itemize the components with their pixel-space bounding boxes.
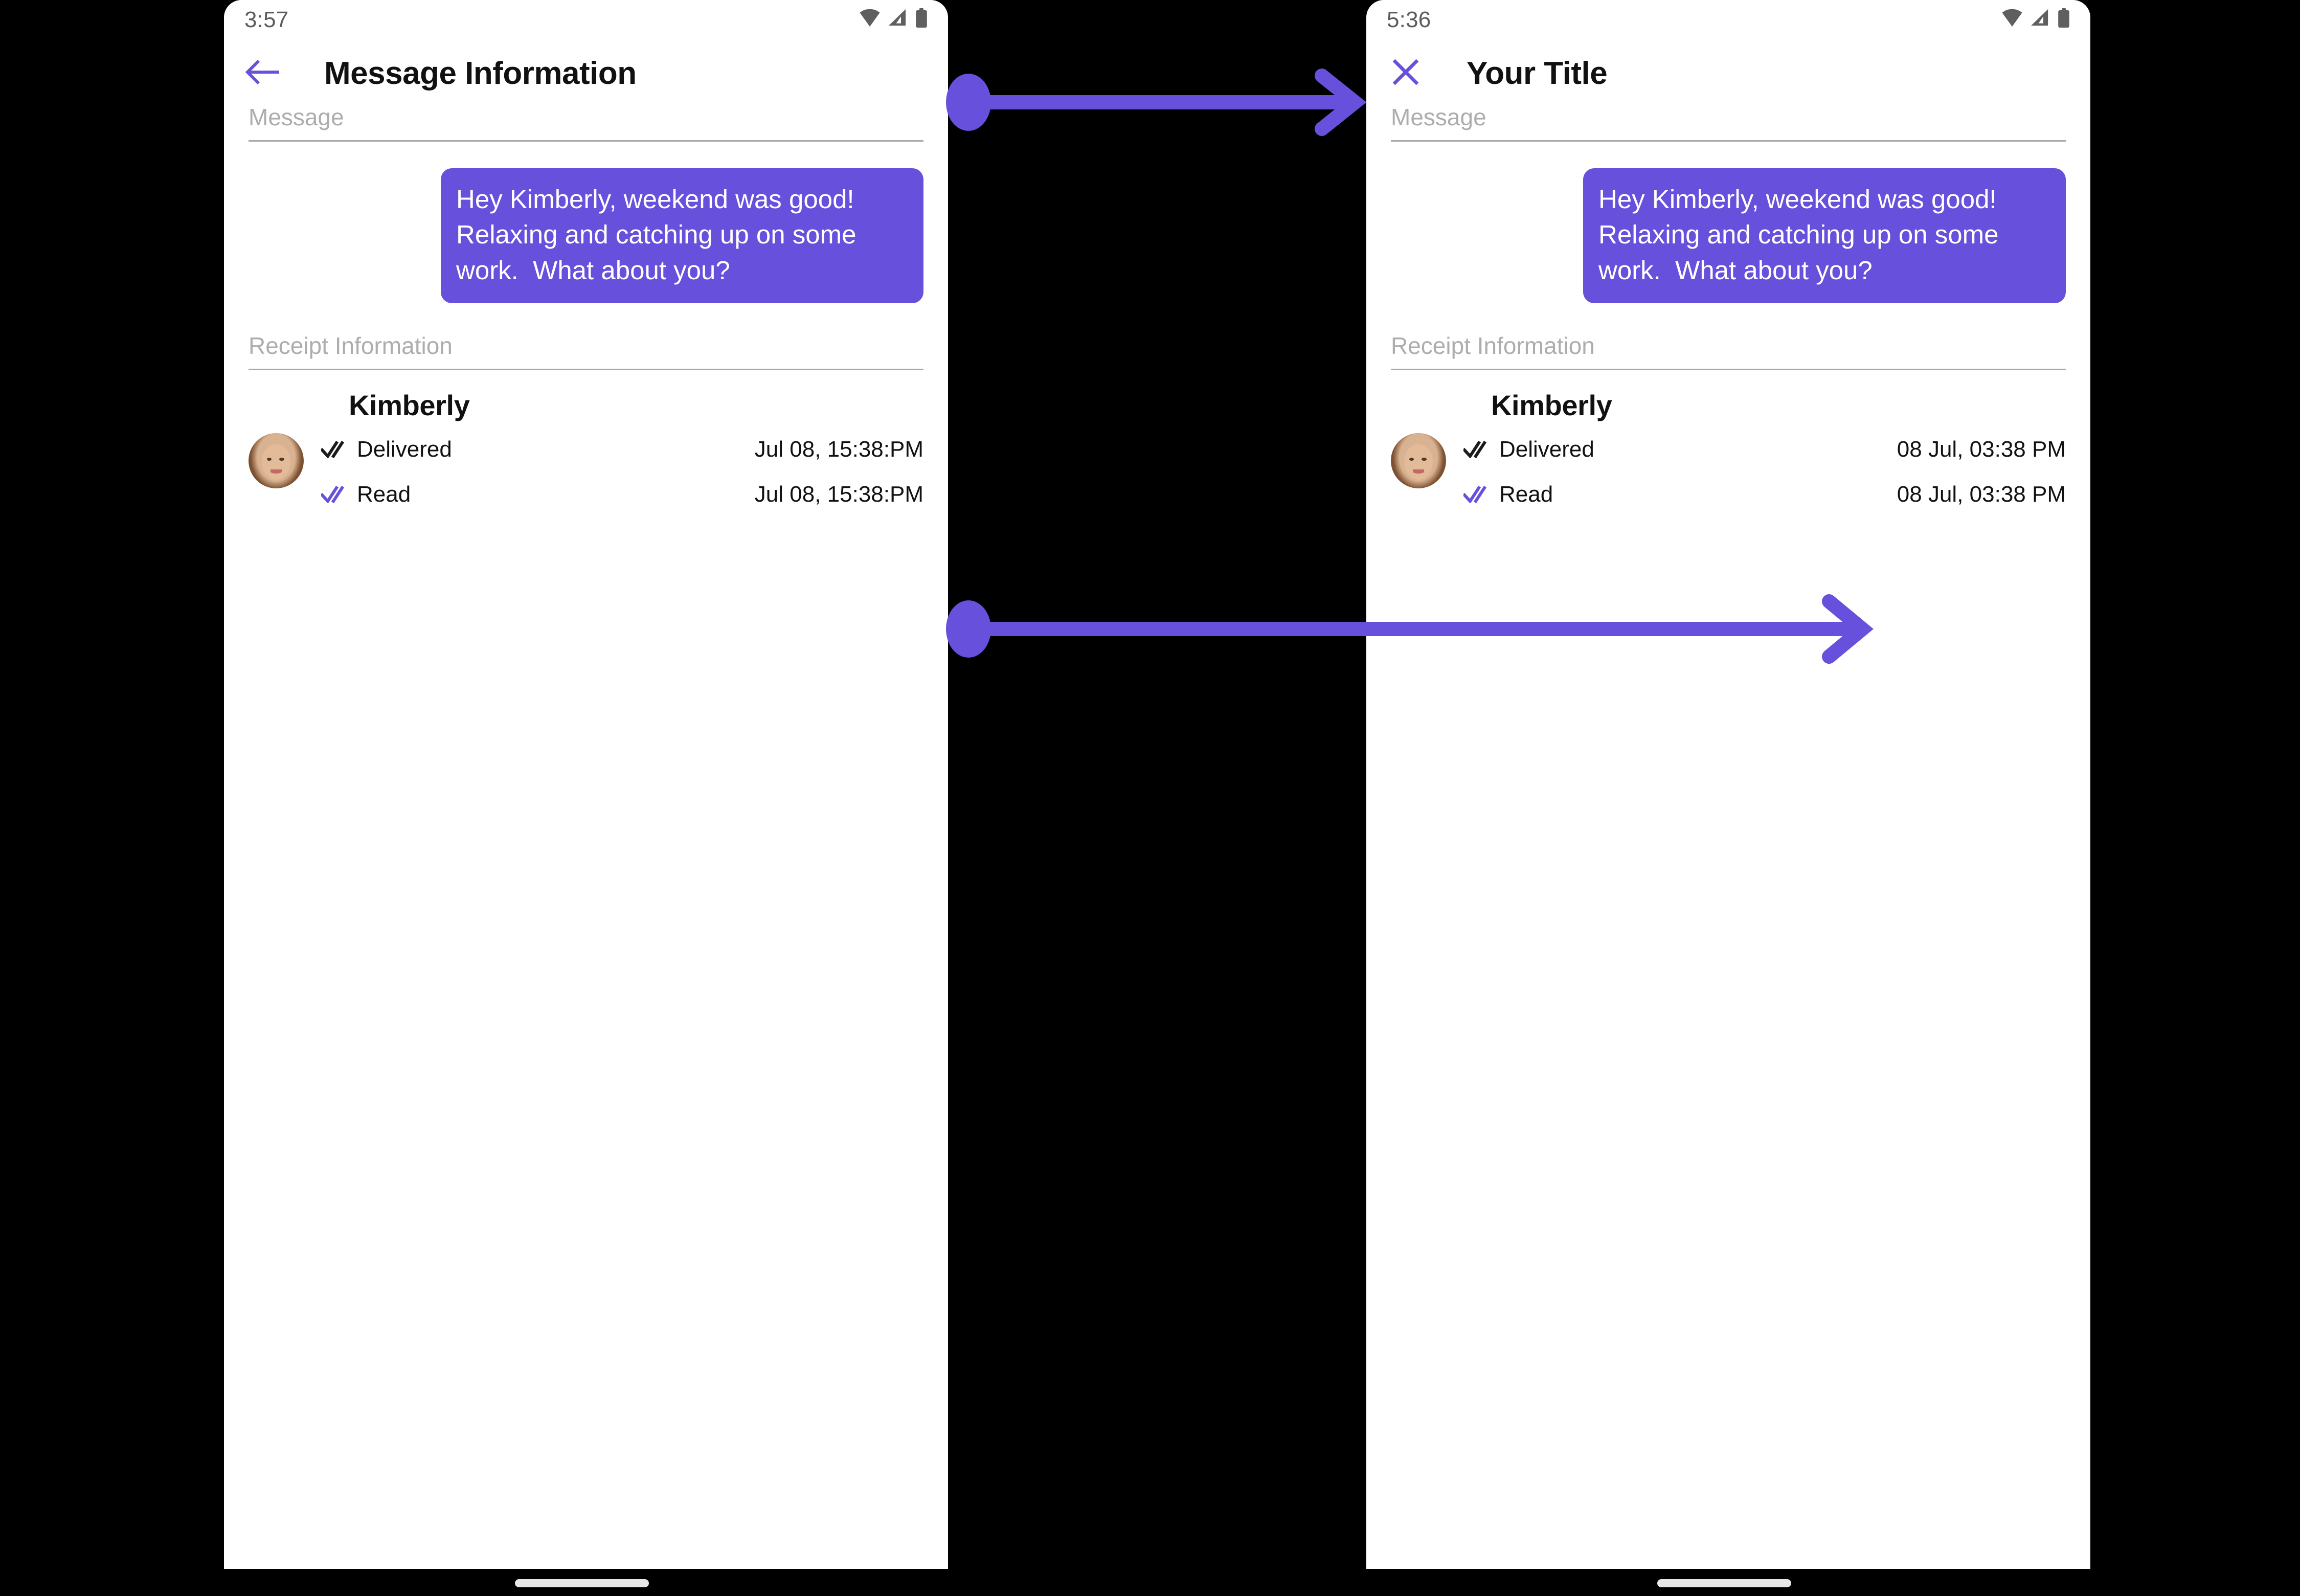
phone-screen-after: 5:36 Your Title Message H (1366, 0, 2090, 1569)
message-section-label: Message (1391, 104, 1486, 130)
receipt-status-label: Delivered (1499, 437, 1594, 462)
divider (1391, 140, 2066, 142)
contact-avatar (249, 433, 304, 489)
receipt-section-label: Receipt Information (249, 332, 453, 359)
receipt-block: Kimberly Delivered Jul 08, 15:38:PM (224, 389, 948, 517)
receipt-section-label: Receipt Information (1391, 332, 1595, 359)
double-check-icon (320, 439, 350, 461)
home-indicator (515, 1579, 649, 1587)
receipt-status-label: Read (1499, 482, 1553, 507)
receipt-section-header: Receipt Information (1391, 332, 2066, 371)
receipt-block: Kimberly Delivered 08 Jul, 03:38 PM (1366, 389, 2090, 517)
receipt-row-read: Read Jul 08, 15:38:PM (320, 472, 923, 517)
page-title: Your Title (1467, 56, 1608, 91)
recipient-name: Kimberly (1491, 389, 1612, 422)
status-bar: 5:36 (1366, 0, 2090, 42)
wifi-icon (2002, 9, 2022, 27)
double-check-icon (320, 484, 350, 506)
status-icons (859, 8, 928, 28)
receipt-status-label: Delivered (357, 437, 452, 462)
message-bubble-row: Hey Kimberly, weekend was good! Relaxing… (1366, 142, 2090, 304)
message-bubble-text: Hey Kimberly, weekend was good! Relaxing… (456, 185, 869, 285)
timestamp-format-change-arrow (946, 594, 1874, 664)
back-arrow-icon (245, 59, 279, 85)
app-bar-after: Your Title (1366, 42, 2090, 103)
message-section-header: Message (1391, 103, 2066, 142)
close-icon (1392, 59, 1419, 85)
status-bar: 3:57 (224, 0, 948, 42)
battery-icon (916, 8, 927, 28)
status-icons (2001, 8, 2070, 28)
double-check-icon (1462, 484, 1492, 506)
close-button[interactable] (1387, 53, 1425, 91)
phone-screen-before: 3:57 Message Information Message (224, 0, 948, 1569)
message-bubble-text: Hey Kimberly, weekend was good! Relaxing… (1598, 185, 2011, 285)
receipt-section-header: Receipt Information (249, 332, 923, 371)
receipt-timestamp: 08 Jul, 03:38 PM (1897, 482, 2066, 507)
divider (249, 140, 923, 142)
message-bubble-row: Hey Kimberly, weekend was good! Relaxing… (224, 142, 948, 304)
message-bubble[interactable]: Hey Kimberly, weekend was good! Relaxing… (1583, 168, 2066, 304)
status-clock: 3:57 (244, 7, 289, 32)
wifi-icon (860, 9, 880, 27)
receipt-timestamp: Jul 08, 15:38:PM (754, 482, 923, 507)
receipt-timestamp: Jul 08, 15:38:PM (754, 437, 923, 462)
double-check-icon (1462, 439, 1492, 461)
receipt-row-read: Read 08 Jul, 03:38 PM (1462, 472, 2066, 517)
divider (1391, 369, 2066, 371)
signal-icon (889, 9, 906, 26)
title-change-arrow (946, 69, 1367, 136)
back-button[interactable] (244, 53, 282, 91)
status-clock: 5:36 (1387, 7, 1431, 32)
app-bar-before: Message Information (224, 42, 948, 103)
contact-avatar (1391, 433, 1446, 489)
receipt-row-delivered: Delivered 08 Jul, 03:38 PM (1462, 427, 2066, 472)
home-indicator (1657, 1579, 1791, 1587)
message-section-label: Message (249, 104, 344, 130)
battery-icon (2058, 8, 2069, 28)
message-bubble[interactable]: Hey Kimberly, weekend was good! Relaxing… (441, 168, 923, 304)
message-section-header: Message (249, 103, 923, 142)
receipt-timestamp: 08 Jul, 03:38 PM (1897, 437, 2066, 462)
divider (249, 369, 923, 371)
receipt-status-label: Read (357, 482, 411, 507)
recipient-name: Kimberly (349, 389, 470, 422)
receipt-row-delivered: Delivered Jul 08, 15:38:PM (320, 427, 923, 472)
page-title: Message Information (324, 56, 637, 91)
signal-icon (2031, 9, 2048, 26)
